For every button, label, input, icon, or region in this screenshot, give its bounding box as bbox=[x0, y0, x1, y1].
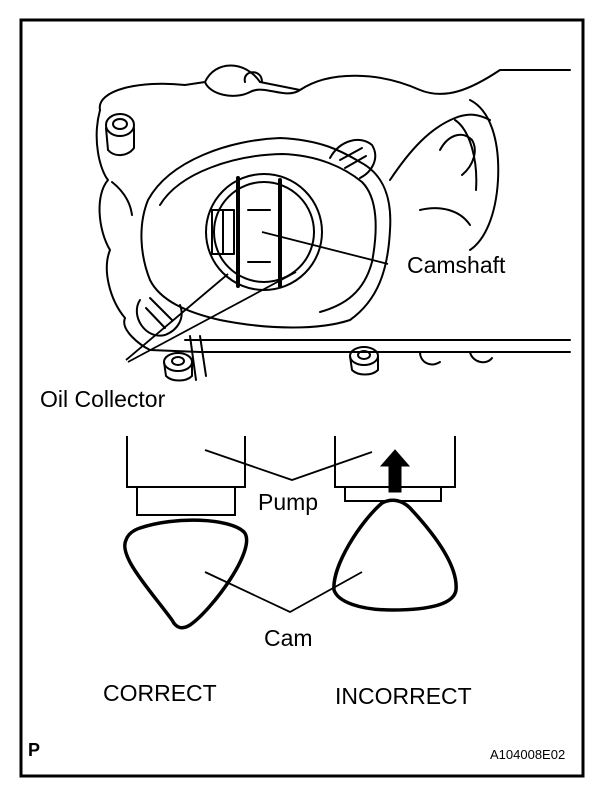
incorrect-label: INCORRECT bbox=[335, 683, 472, 709]
oil-collector-label: Oil Collector bbox=[40, 386, 166, 412]
engine-housing-illustration bbox=[95, 64, 571, 382]
lift-arrow-icon bbox=[379, 449, 411, 493]
camshaft-label: Camshaft bbox=[407, 252, 506, 278]
corner-mark: P bbox=[28, 740, 41, 760]
leader-lines-top bbox=[125, 231, 389, 363]
cam-label: Cam bbox=[264, 625, 313, 651]
correct-label: CORRECT bbox=[103, 680, 217, 706]
incorrect-cam-shape bbox=[332, 498, 458, 612]
leader-lines-bottom bbox=[204, 449, 373, 614]
correct-pump bbox=[126, 436, 246, 516]
correct-cam-shape bbox=[123, 518, 249, 630]
pump-label: Pump bbox=[258, 489, 319, 515]
figure-frame bbox=[19, 18, 585, 778]
figure-code: A104008E02 bbox=[490, 747, 566, 762]
